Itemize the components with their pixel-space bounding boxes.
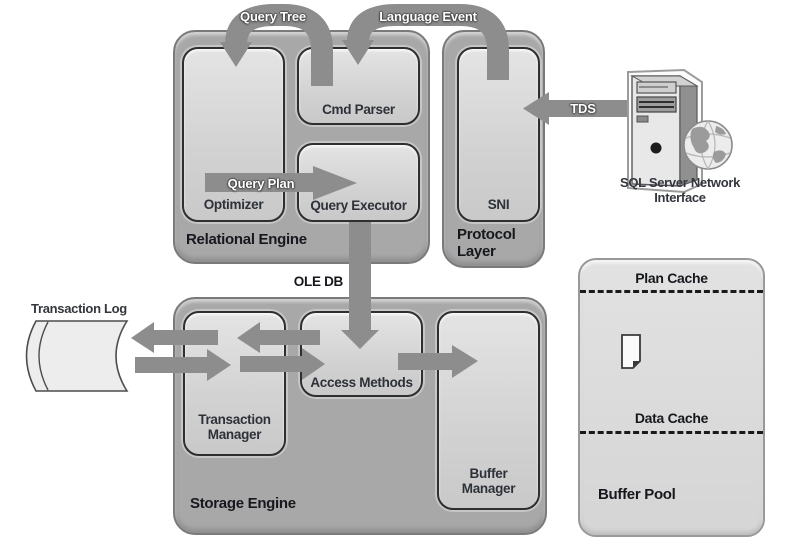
manager-to-methods-arrow	[240, 348, 325, 380]
sni-label: SNI	[487, 197, 510, 212]
network-interface-label: SQL Server Network Interface	[619, 175, 741, 205]
optimizer-label: Optimizer	[203, 197, 264, 212]
transaction-log-cylinder-icon	[25, 320, 129, 392]
server-tower-icon	[627, 68, 733, 194]
document-icon	[621, 334, 641, 369]
tds-label: TDS	[570, 101, 596, 116]
language-event-label: Language Event	[379, 9, 477, 24]
data-cache-label: Data Cache	[634, 410, 709, 426]
globe-icon	[683, 120, 733, 170]
ole-db-arrow	[341, 222, 379, 349]
buffer-manager-box: Buffer Manager	[437, 311, 540, 510]
buffer-pool-box	[578, 258, 765, 537]
cmd-parser-label: Cmd Parser	[322, 102, 395, 117]
methods-to-buffer-arrow	[398, 345, 478, 378]
language-event-arrow	[342, 4, 509, 80]
buffer-pool-label: Buffer Pool	[598, 486, 676, 503]
data-cache-divider	[580, 431, 763, 434]
query-plan-label: Query Plan	[227, 176, 295, 191]
transaction-manager-label: Transaction Manager	[198, 412, 271, 442]
methods-to-manager-arrow	[237, 322, 320, 353]
query-plan-arrow	[205, 166, 357, 200]
relational-engine-label: Relational Engine	[186, 231, 307, 248]
log-to-manager-arrow	[135, 349, 231, 381]
optimizer-box: Optimizer	[182, 47, 285, 222]
query-tree-label: Query Tree	[240, 9, 306, 24]
query-tree-arrow	[220, 4, 333, 86]
buffer-manager-label: Buffer Manager	[461, 466, 516, 496]
access-methods-label: Access Methods	[310, 375, 413, 390]
tds-arrow	[523, 92, 630, 125]
transaction-log-label: Transaction Log	[31, 301, 127, 316]
protocol-layer-label: Protocol Layer	[457, 226, 516, 260]
ole-db-label: OLE DB	[293, 274, 344, 289]
plan-cache-label: Plan Cache	[635, 270, 708, 286]
storage-engine-label: Storage Engine	[190, 495, 296, 512]
query-executor-label: Query Executor	[310, 198, 407, 213]
plan-cache-divider	[580, 290, 763, 293]
log-from-manager-arrow	[131, 322, 218, 353]
